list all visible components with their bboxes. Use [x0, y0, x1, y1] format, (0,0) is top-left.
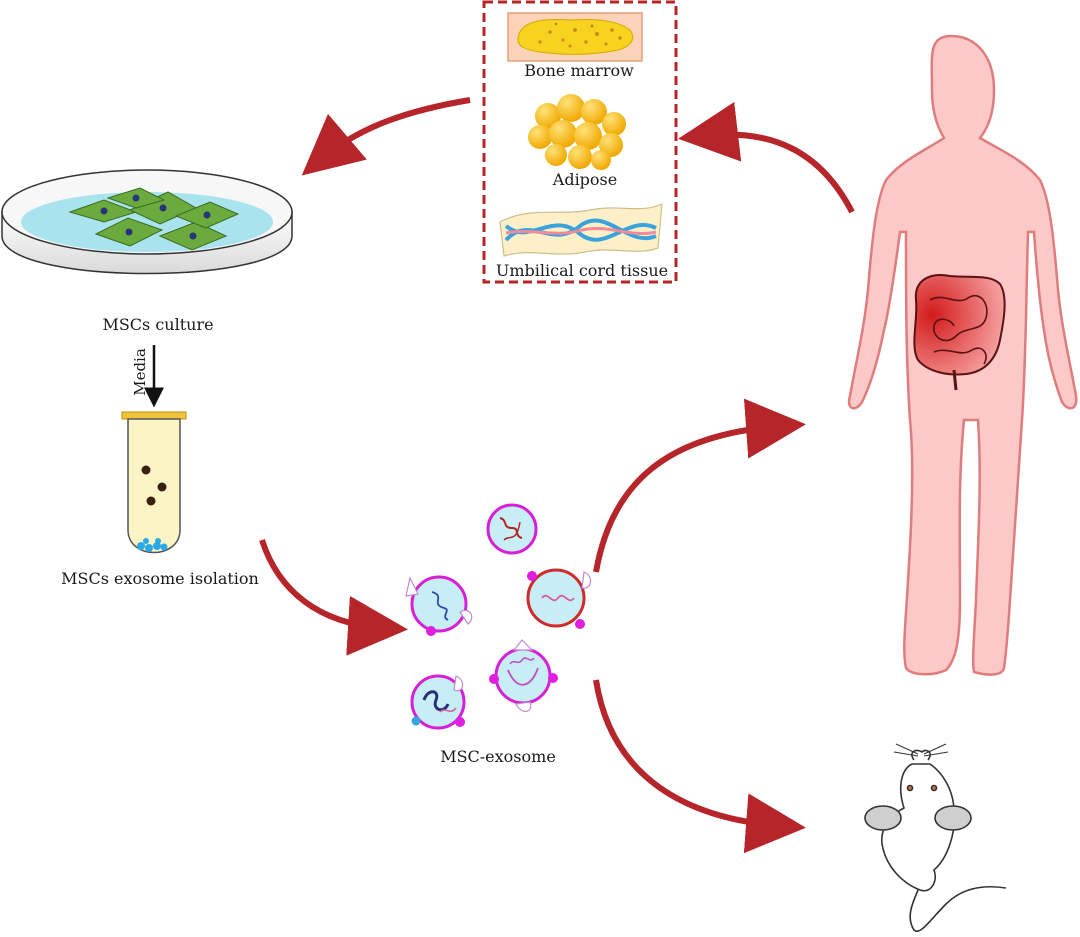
isolation-label: MSCs exosome isolation: [61, 569, 259, 588]
exosome-cluster: [405, 503, 592, 730]
bone-marrow-label: Bone marrow: [524, 61, 634, 80]
human-body-icon: [847, 34, 1078, 676]
arrow-exosome-to-human: [593, 398, 806, 573]
media-label: Media: [131, 348, 149, 396]
umbilical-cord-icon: [499, 203, 663, 257]
bone-marrow-icon: [507, 12, 643, 62]
exosome-pellet-icon: [137, 538, 168, 552]
adipose-label: Adipose: [552, 170, 617, 189]
intestine-icon: [913, 274, 1006, 391]
exosome-particle: [526, 568, 592, 629]
exosome-particle: [405, 575, 473, 636]
mouse-icon: [864, 743, 1007, 933]
exosome-particle: [410, 674, 466, 730]
source-tissues-box: Bone marrow Adipose Umbilical cord tissu…: [482, 0, 678, 284]
culture-label: MSCs culture: [102, 315, 213, 334]
adipose-icon: [528, 94, 626, 170]
exosome-particle: [489, 639, 558, 712]
arrow-sources-to-culture: [301, 97, 471, 176]
arrow-isolation-to-exosomes: [259, 539, 408, 656]
arrow-exosome-to-mouse: [593, 679, 806, 854]
test-tube-icon: [121, 411, 187, 554]
exosome-particle: [486, 503, 538, 555]
umbilical-cord-label: Umbilical cord tissue: [496, 261, 668, 280]
exosome-label: MSC-exosome: [440, 747, 556, 766]
petri-dish-icon: [1, 169, 293, 275]
arrow-body-to-sources: [678, 102, 855, 214]
